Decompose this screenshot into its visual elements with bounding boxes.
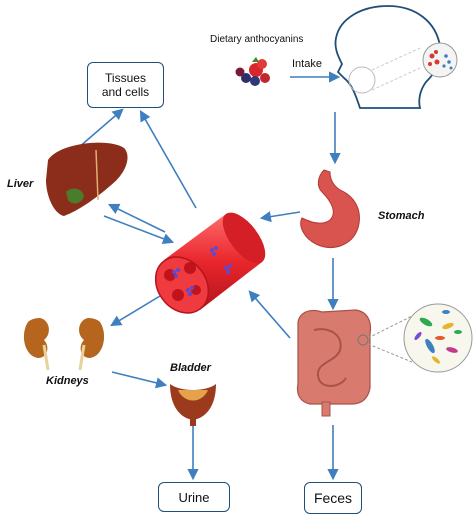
- kidneys-icon: [23, 318, 105, 371]
- intake-label: Intake: [292, 58, 322, 70]
- gut-microbiota-icon: [403, 303, 473, 373]
- arrow-blood-to-tissues: [139, 110, 197, 209]
- dietary-anthocyanins-label: Dietary anthocyanins: [210, 34, 304, 45]
- arrow-liver-to-tissues: [77, 108, 124, 149]
- anthocyanin-clusters: [172, 246, 232, 296]
- tissues-and-cells-node: Tissues and cells: [87, 62, 164, 108]
- feces-node: Feces: [304, 482, 362, 514]
- stomach-icon: [300, 169, 360, 248]
- arrow-stomach-to-blood: [259, 211, 301, 223]
- arrow-blood-to-kidneys: [110, 295, 161, 327]
- arrow-kidneys-to-bladder: [111, 371, 168, 389]
- kidneys-label: Kidneys: [46, 375, 89, 387]
- liver-label: Liver: [7, 178, 34, 190]
- arrows: [77, 71, 341, 481]
- berries-icon: [235, 57, 270, 86]
- arrow-intestine-to-blood: [248, 290, 291, 339]
- arrow-liver-to-blood: [103, 215, 175, 245]
- liver-icon: [46, 142, 128, 216]
- stomach-label: Stomach: [378, 210, 425, 222]
- arrow-blood-to-liver: [107, 203, 166, 233]
- intestine-icon: [296, 309, 413, 417]
- bladder-label: Bladder: [170, 362, 211, 374]
- mouth-zoom-icon: [348, 66, 376, 94]
- molecule-zoom-icon: [422, 42, 458, 78]
- urine-node: Urine: [158, 482, 230, 512]
- head-silhouette-icon: [334, 5, 458, 109]
- bladder-icon: [170, 384, 216, 426]
- blood-vessel-icon: [154, 212, 266, 314]
